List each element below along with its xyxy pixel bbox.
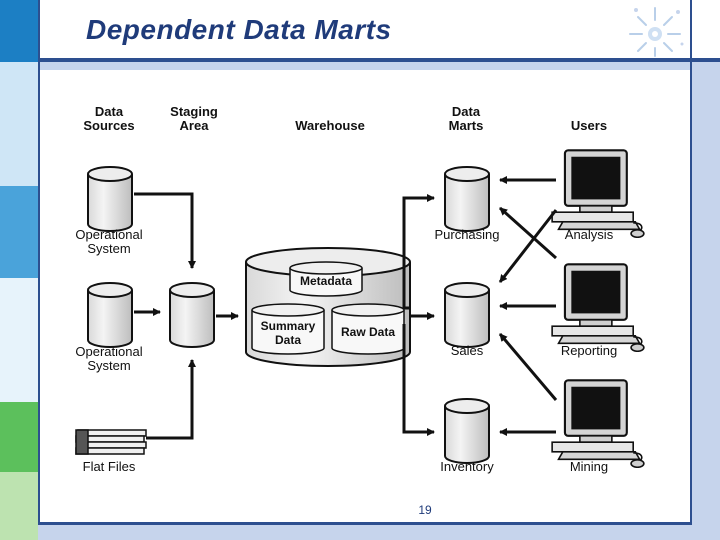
mining-computer-icon (551, 379, 645, 468)
arrow-operational-1-to-staging (134, 192, 196, 269)
operational-system-2-database-icon (87, 282, 133, 348)
header-warehouse: Warehouse (295, 118, 365, 133)
warehouse-summary-data-label-line1: Summary (261, 319, 316, 333)
operational-system-1-label-line2: System (87, 241, 130, 256)
left-bar-block (0, 186, 38, 278)
right-divider (690, 0, 692, 522)
sparkle-logo-icon (629, 7, 684, 57)
left-bar-block (0, 402, 38, 472)
warehouse-raw-data-label: Raw Data (341, 325, 395, 339)
title-band (38, 0, 720, 58)
sales-mart-database-icon (444, 282, 490, 348)
left-bar-block (0, 62, 38, 186)
flat-files-icon (75, 429, 147, 455)
bottom-band (38, 525, 720, 540)
header-data-marts-line1: Data (452, 104, 481, 119)
inventory-mart-label: Inventory (440, 459, 494, 474)
reporting-user-label: Reporting (561, 343, 617, 358)
analysis-user-label: Analysis (565, 227, 614, 242)
bottom-rule (38, 522, 692, 525)
left-bar-block (0, 472, 38, 540)
slide-title: Dependent Data Marts (86, 14, 392, 45)
page-number: 19 (418, 503, 432, 517)
left-bar-block (0, 0, 38, 62)
left-color-bar (0, 0, 38, 540)
header-data-marts-line2: Marts (449, 118, 484, 133)
flat-files-label: Flat Files (83, 459, 136, 474)
analysis-computer-icon (551, 149, 645, 238)
left-bar-block (0, 278, 38, 402)
header-data-sources-line2: Sources (83, 118, 134, 133)
title-rule-light (38, 62, 720, 70)
arrow-warehouse-to-inventory (402, 324, 435, 436)
right-side-bar (692, 70, 720, 540)
purchasing-mart-database-icon (444, 166, 490, 232)
header-staging-area-line1: Staging (170, 104, 218, 119)
staging-area-database-icon (169, 282, 215, 348)
header-staging-area-line2: Area (180, 118, 210, 133)
header-users: Users (571, 118, 607, 133)
sales-mart-label: Sales (451, 343, 484, 358)
arrow-warehouse-to-purchasing (402, 194, 435, 310)
inventory-mart-database-icon (444, 398, 490, 464)
purchasing-mart-label: Purchasing (434, 227, 499, 242)
left-divider (38, 0, 40, 522)
mining-user-label: Mining (570, 459, 608, 474)
arrow-mining-to-sales (498, 333, 558, 401)
warehouse-metadata-label: Metadata (300, 274, 352, 288)
arrow-flat-files-to-staging (146, 359, 196, 440)
arrow-analysis-to-sales (498, 209, 558, 283)
arrow-reporting-to-purchasing (499, 206, 557, 260)
operational-system-1-label-line1: Operational (75, 227, 142, 242)
warehouse-database-icon (245, 247, 411, 367)
operational-system-1-database-icon (87, 166, 133, 232)
reporting-computer-icon (551, 263, 645, 352)
operational-system-2-label-line1: Operational (75, 344, 142, 359)
title-rule (38, 58, 720, 62)
operational-system-2-label-line2: System (87, 358, 130, 373)
warehouse-summary-data-label-line2: Data (275, 333, 301, 347)
header-data-sources-line1: Data (95, 104, 124, 119)
